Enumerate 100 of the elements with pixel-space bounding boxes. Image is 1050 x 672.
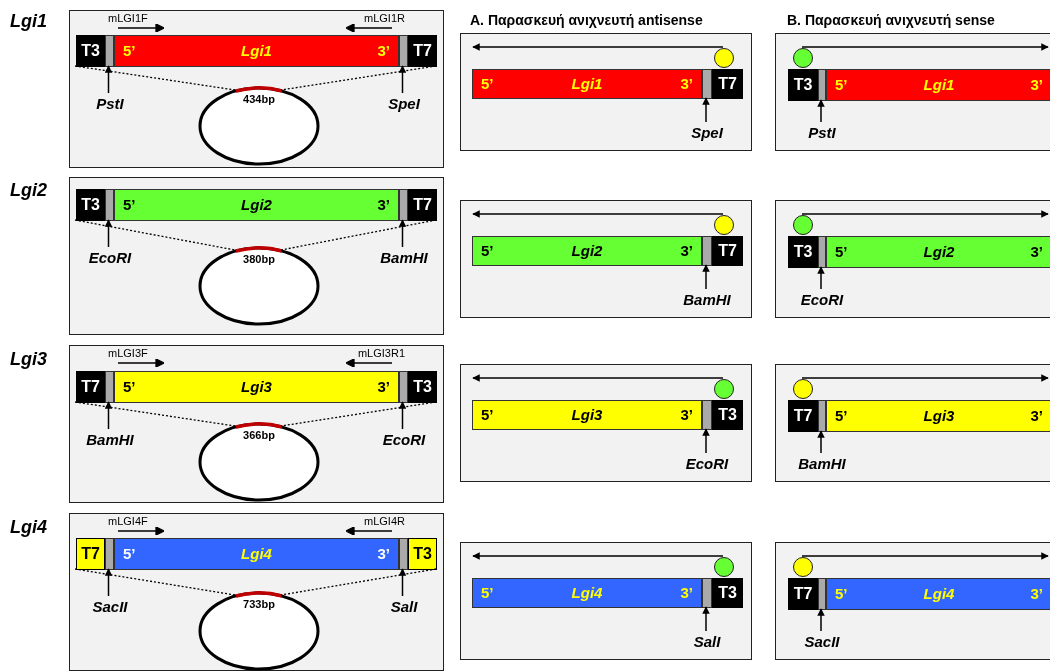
- linker-segment: [105, 538, 114, 570]
- dotted-line: [74, 568, 236, 596]
- primer-label: mLGI4R: [364, 515, 405, 528]
- gene-bar: [826, 400, 1050, 432]
- polymerase-circle: [714, 379, 734, 399]
- promoter-box: T3: [712, 400, 743, 430]
- arrow: [702, 97, 710, 123]
- gene-name: Lgi3: [571, 406, 603, 424]
- promoter-box: T3: [788, 69, 818, 101]
- linker-segment: [105, 189, 114, 221]
- gene-name: Lgi3: [923, 407, 955, 425]
- linker-segment: [105, 35, 114, 67]
- gene-label: Lgi1: [10, 11, 47, 32]
- arrow: [801, 210, 1049, 218]
- gene-end-label: 3’: [1030, 243, 1043, 261]
- linker-segment: [399, 35, 408, 67]
- gene-bar: [114, 189, 399, 221]
- plasmid-circle: [198, 422, 320, 502]
- gene-bar: [826, 69, 1050, 101]
- gene-name: Lgi1: [571, 75, 603, 93]
- promoter-box: T7: [712, 236, 743, 266]
- arrow: [472, 374, 724, 382]
- arrow: [398, 219, 407, 248]
- arrow: [801, 552, 1049, 560]
- gene-end-label: 5’: [835, 585, 848, 603]
- polymerase-circle: [793, 557, 813, 577]
- section-heading: A. Παρασκευή ανιχνευτή antisense: [470, 12, 703, 28]
- fragment-size-label: 733bp: [243, 598, 275, 610]
- arrow: [104, 401, 113, 430]
- gene-end-label: 5’: [123, 545, 136, 563]
- arrow: [472, 552, 724, 560]
- gene-end-label: 3’: [377, 545, 390, 563]
- polymerase-circle: [793, 379, 813, 399]
- linker-segment: [818, 400, 826, 432]
- linker-segment: [818, 578, 826, 610]
- polymerase-circle: [793, 215, 813, 235]
- gene-bar: [472, 400, 702, 430]
- plasmid-circle: [198, 86, 320, 166]
- restriction-site-label: SalI: [373, 598, 435, 616]
- probe-panel: [775, 200, 1050, 318]
- gene-label: Lgi3: [10, 349, 47, 370]
- linker-segment: [702, 69, 712, 99]
- restriction-site-label: EcoRI: [672, 455, 742, 473]
- restriction-site-label: BamHI: [79, 431, 141, 449]
- gene-end-label: 5’: [123, 42, 136, 60]
- linker-segment: [702, 236, 712, 266]
- gene-end-label: 3’: [680, 242, 693, 260]
- restriction-site-label: SacII: [787, 633, 857, 651]
- dotted-line: [74, 65, 236, 91]
- gene-bar: [472, 69, 702, 99]
- promoter-box: T7: [408, 35, 437, 67]
- linker-segment: [818, 69, 826, 101]
- linker-segment: [399, 538, 408, 570]
- arrow: [702, 606, 710, 632]
- restriction-site-label: SpeI: [672, 124, 742, 142]
- gene-name: Lgi2: [571, 242, 603, 260]
- construct-panel: [69, 345, 444, 503]
- gene-name: Lgi2: [923, 243, 955, 261]
- probe-panel: [460, 364, 752, 482]
- gene-bar: [114, 538, 399, 570]
- arrow: [472, 210, 724, 218]
- restriction-site-label: BamHI: [373, 249, 435, 267]
- gene-end-label: 3’: [377, 378, 390, 396]
- polymerase-circle: [714, 48, 734, 68]
- gene-bar: [826, 578, 1050, 610]
- promoter-box: T3: [788, 236, 818, 268]
- arrow: [398, 65, 407, 94]
- gene-name: Lgi2: [241, 196, 272, 214]
- linker-segment: [702, 578, 712, 608]
- linker-segment: [702, 400, 712, 430]
- arrow: [398, 568, 407, 597]
- restriction-site-label: SalI: [672, 633, 742, 651]
- gene-end-label: 3’: [1030, 76, 1043, 94]
- arrow: [817, 99, 825, 123]
- linker-segment: [105, 371, 114, 403]
- construct-panel: [69, 177, 444, 335]
- gene-bar: [472, 578, 702, 608]
- restriction-site-label: EcoRI: [373, 431, 435, 449]
- promoter-box: T7: [76, 538, 105, 570]
- promoter-box: T7: [788, 578, 818, 610]
- promoter-box: T3: [408, 538, 437, 570]
- arrow: [801, 43, 1049, 51]
- gene-bar: [114, 371, 399, 403]
- linker-segment: [818, 236, 826, 268]
- linker-segment: [399, 189, 408, 221]
- gene-end-label: 3’: [1030, 585, 1043, 603]
- gene-name: Lgi4: [571, 584, 603, 602]
- promoter-box: T7: [788, 400, 818, 432]
- arrow: [398, 401, 407, 430]
- primer-label: mLGI3R1: [357, 347, 405, 360]
- probe-panel: [775, 364, 1050, 482]
- fragment-size-label: 434bp: [243, 93, 275, 105]
- gene-end-label: 5’: [835, 76, 848, 94]
- gene-end-label: 5’: [123, 378, 136, 396]
- probe-panel: [460, 542, 752, 660]
- gene-name: Lgi4: [923, 585, 955, 603]
- construct-panel: [69, 10, 444, 168]
- gene-bar: [826, 236, 1050, 268]
- gene-end-label: 3’: [680, 406, 693, 424]
- gene-end-label: 5’: [835, 243, 848, 261]
